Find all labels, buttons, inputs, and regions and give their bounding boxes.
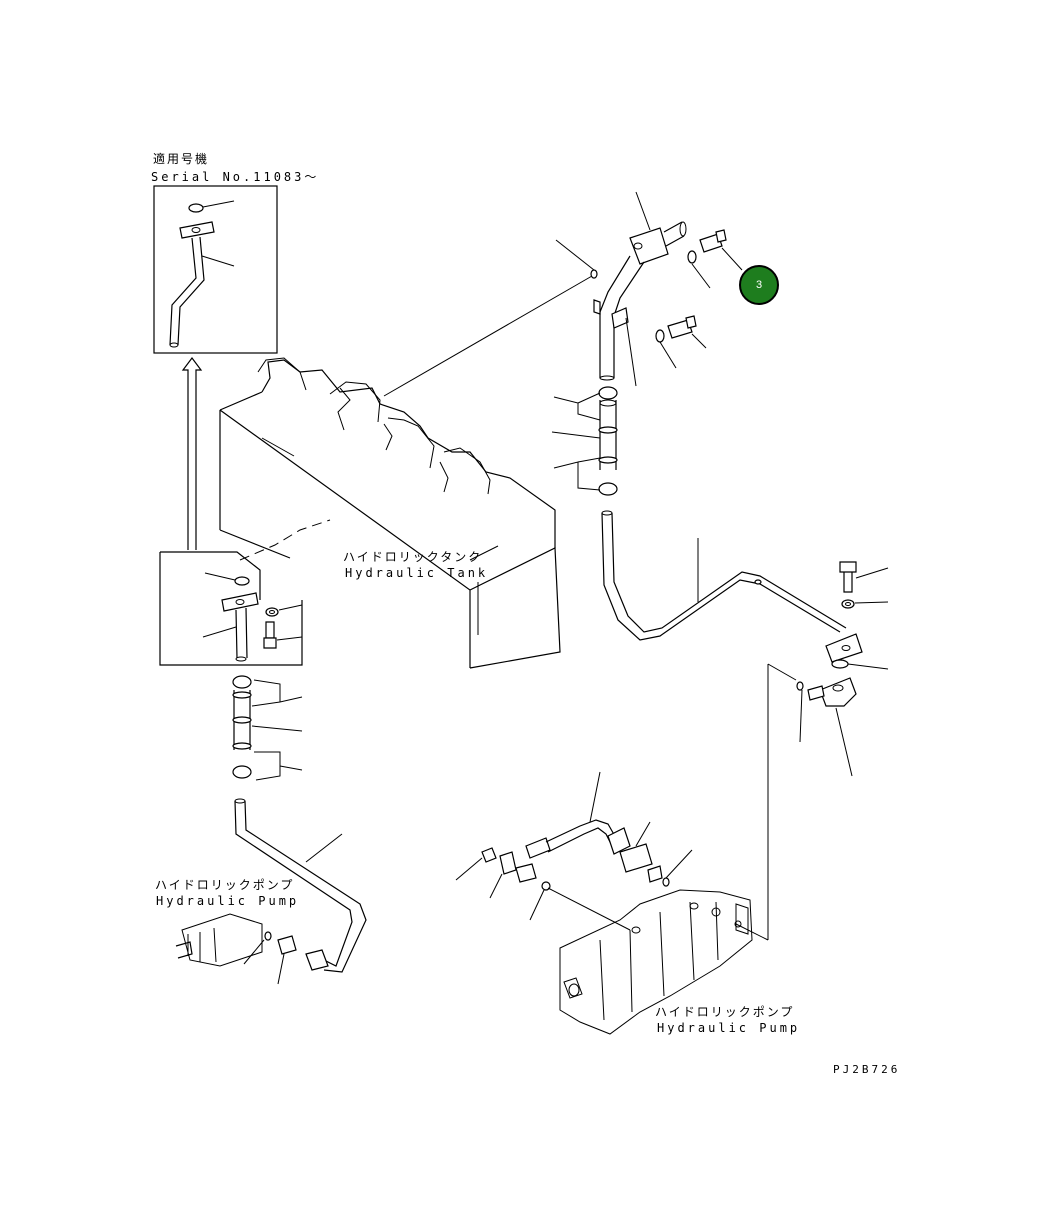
drawing-code: PJ2B726: [833, 1063, 901, 1076]
top-tube-assembly: [383, 191, 743, 397]
right-hydraulic-pump: [559, 889, 753, 1035]
serial-number-label: Serial No.11083〜: [151, 170, 320, 184]
left-lower-assembly: [232, 675, 367, 973]
applicable-label-jp: 適用号機: [153, 152, 210, 166]
right-pump-label-jp: ハイドロリックポンプ: [655, 1005, 795, 1019]
tank-label-en: Hydraulic Tank: [345, 566, 489, 580]
inset-serial-box: [153, 185, 278, 354]
inset-lower-box: [159, 551, 303, 666]
left-pump-label-en: Hydraulic Pump: [156, 894, 300, 908]
up-arrow: [181, 357, 203, 550]
right-tube: [601, 510, 889, 941]
part-callout-3[interactable]: 3: [739, 265, 779, 305]
right-pump-label-en: Hydraulic Pump: [657, 1021, 801, 1035]
tank-label-jp: ハイドロリックタンク: [343, 550, 483, 564]
hydraulic-tank: [219, 357, 561, 669]
upper-hose-clamps: [551, 386, 618, 496]
left-pump-label-jp: ハイドロリックポンプ: [155, 878, 295, 892]
right-pump-lines: [455, 771, 693, 931]
left-hydraulic-pump: [175, 913, 297, 985]
